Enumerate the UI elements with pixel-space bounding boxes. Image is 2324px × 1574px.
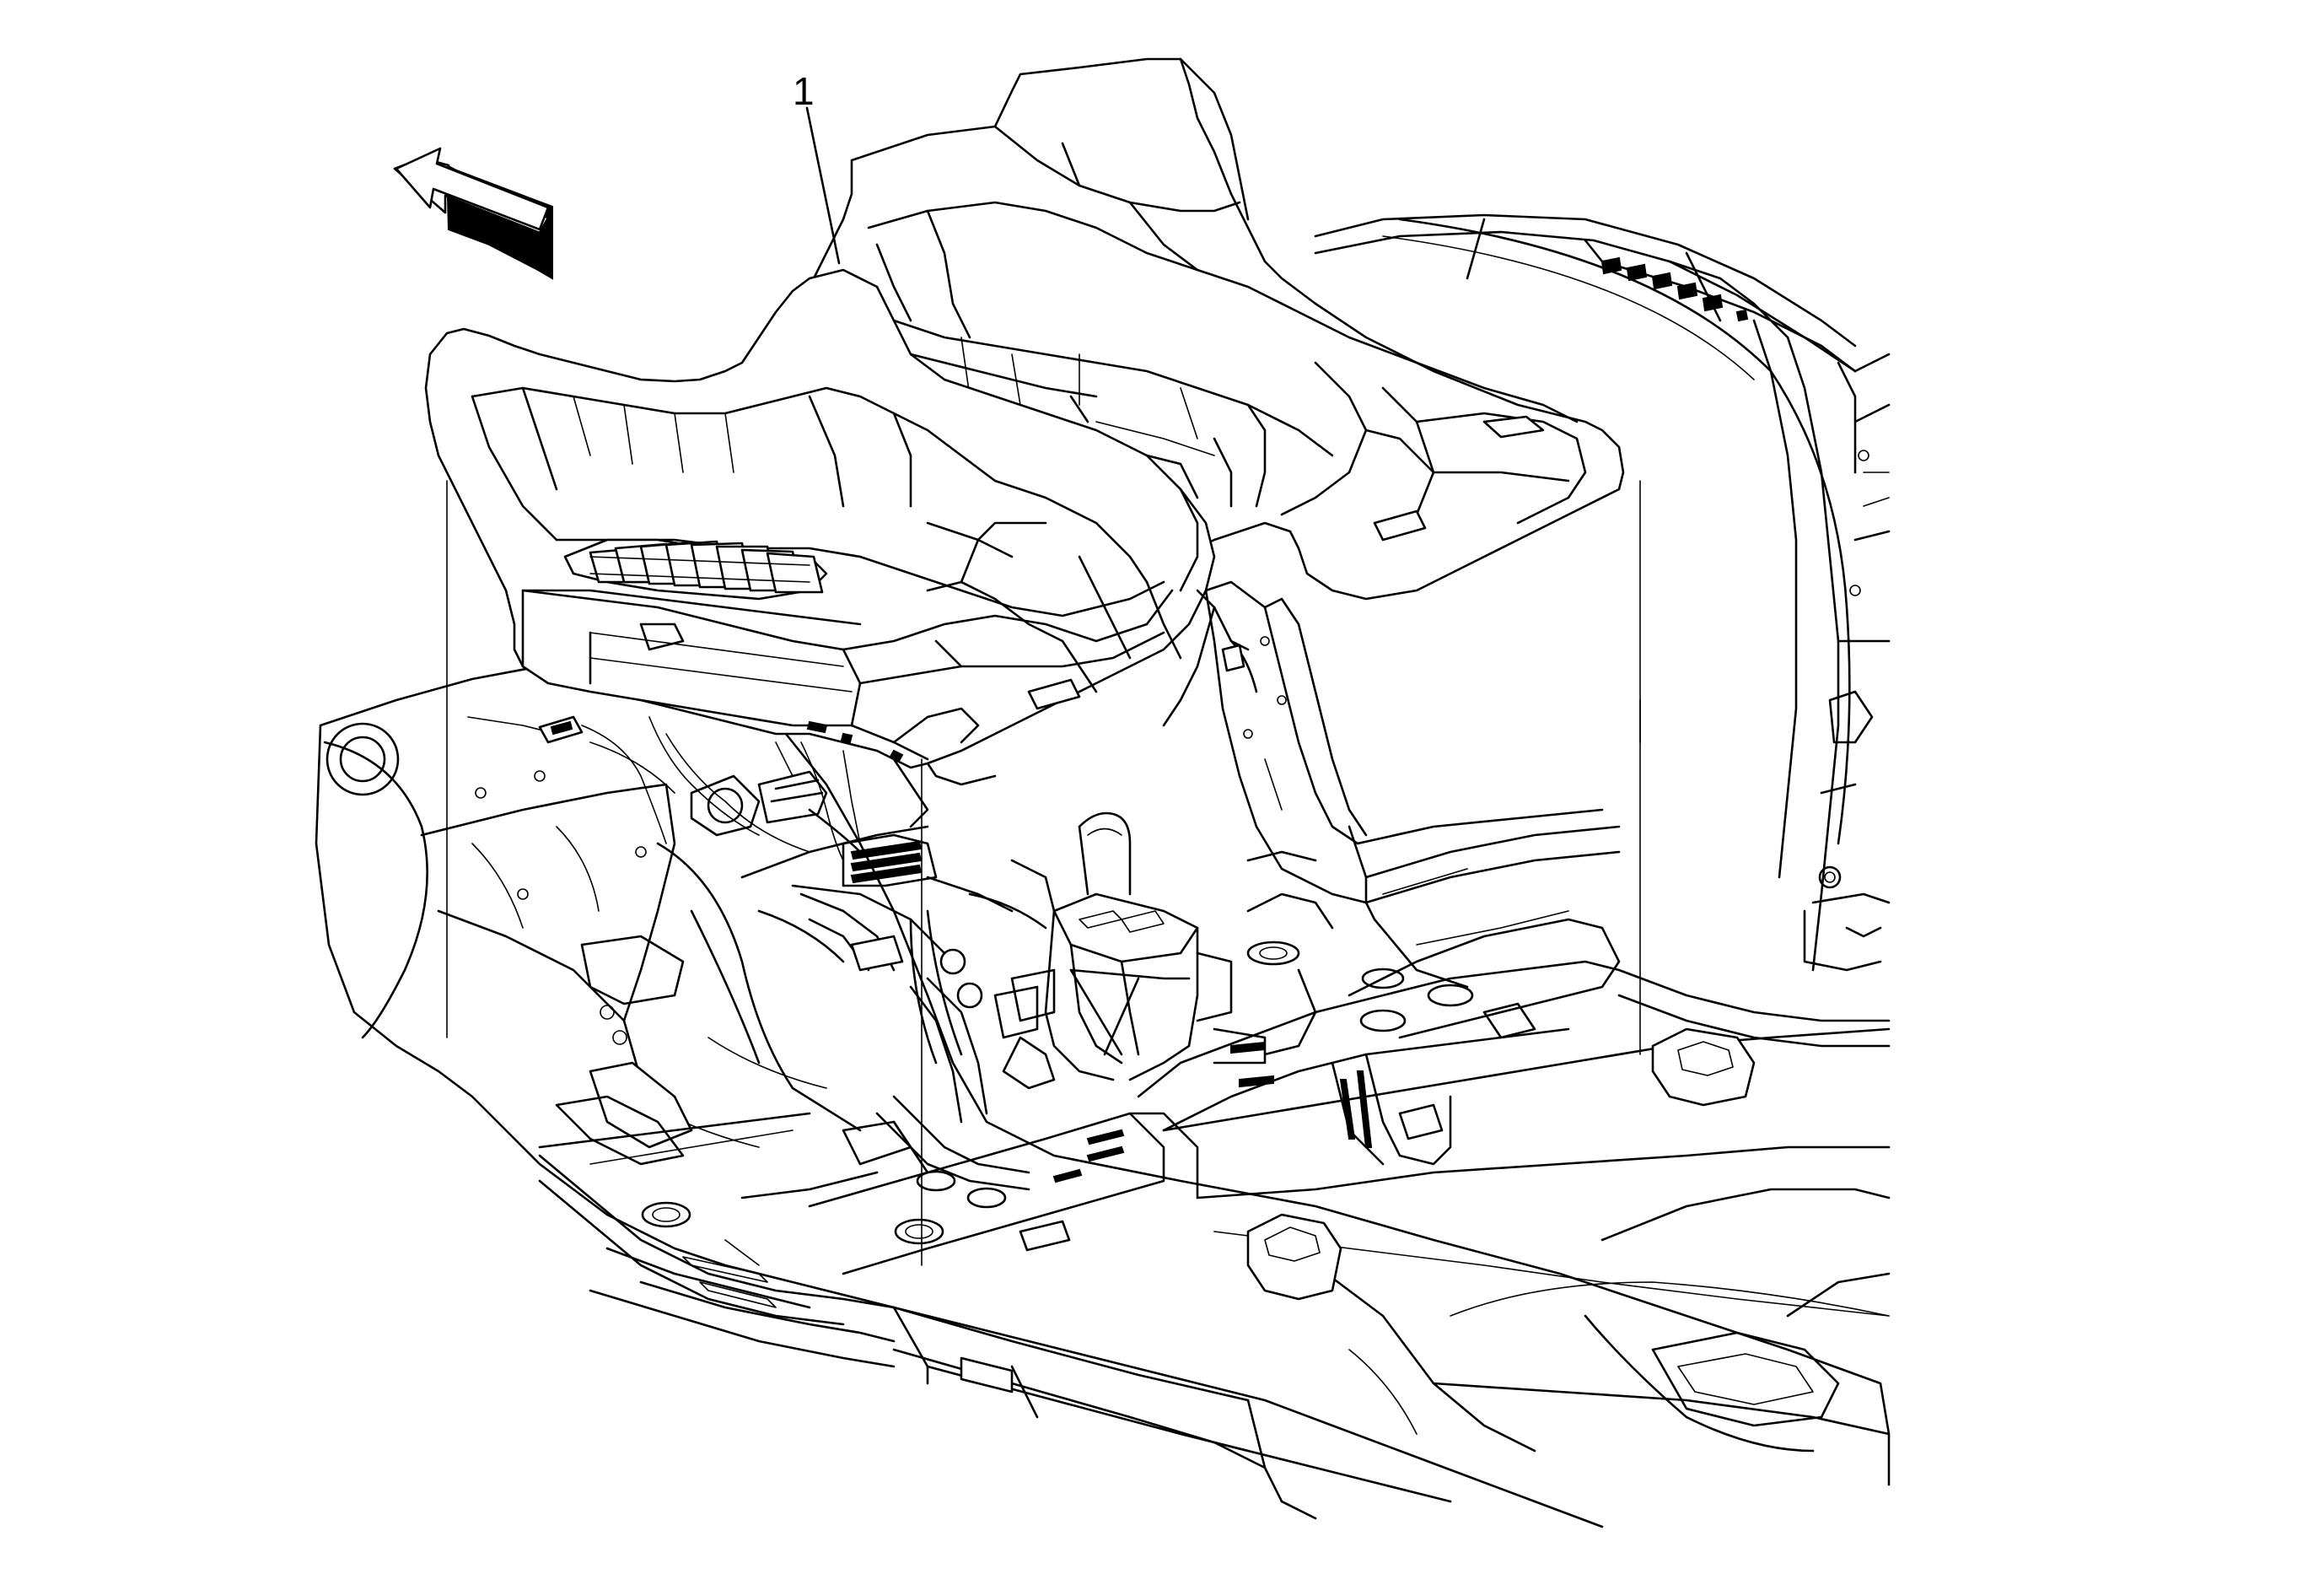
- callout-leader-line: [805, 106, 841, 265]
- callout-1: 1: [793, 69, 841, 265]
- alignment-guide-lines: [446, 480, 1641, 1266]
- front-direction-arrow-icon: [393, 147, 553, 280]
- callout-label: 1: [793, 69, 815, 113]
- floor-carpet: [424, 57, 1625, 828]
- vehicle-floor-pan: [315, 213, 1891, 1528]
